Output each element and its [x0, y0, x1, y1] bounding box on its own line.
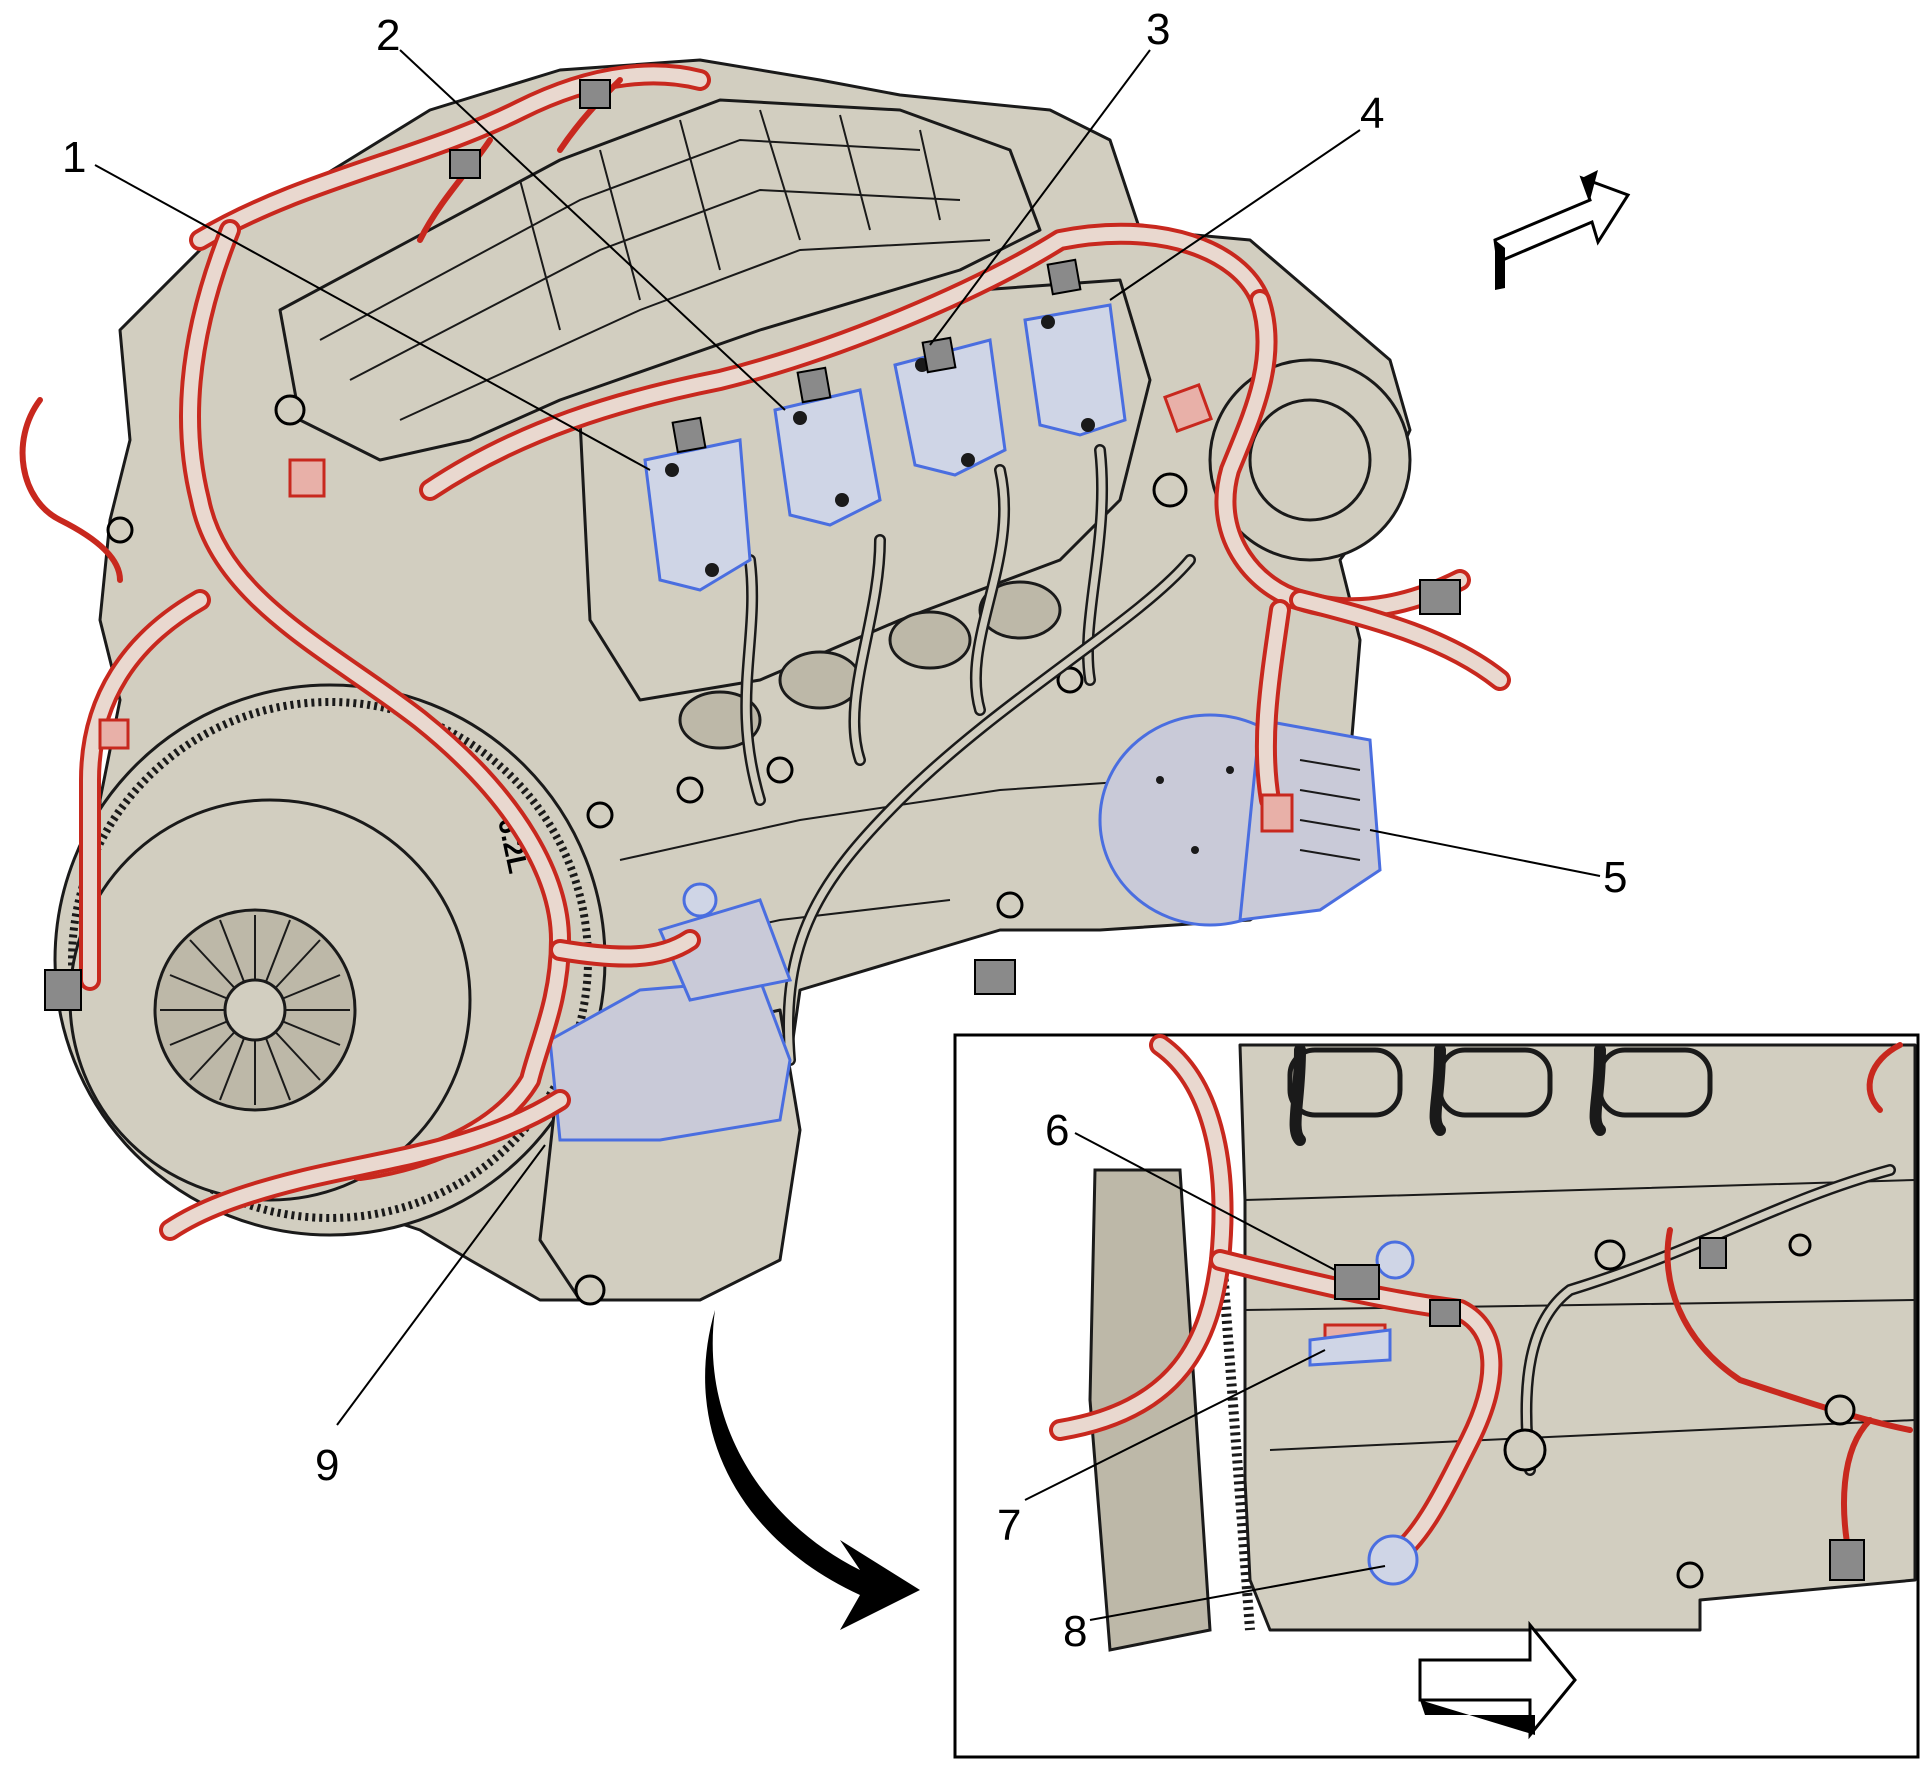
ignition-coil-1 [643, 438, 752, 592]
curved-pointer-arrow-icon [705, 1310, 920, 1630]
callout-8: 8 [1063, 1607, 1087, 1656]
front-direction-arrow-icon [1493, 170, 1631, 290]
callout-2: 2 [376, 11, 400, 60]
generator [1098, 713, 1382, 927]
harness-connectors [44, 79, 1461, 1011]
callout-3: 3 [1146, 5, 1170, 54]
ignition-coil-4 [1023, 303, 1127, 437]
inset-direction-arrow-icon [1418, 1620, 1577, 1740]
inset-sensor-8 [1367, 1534, 1419, 1586]
inset-detail-view [953, 1033, 1920, 1759]
oil-pan-bolt [574, 1274, 606, 1306]
inset-flywheel-edge [1088, 1168, 1212, 1652]
ignition-coil-2 [773, 388, 882, 527]
engine-bolts [106, 394, 1188, 919]
inset-sensor-connector-6 [1334, 1264, 1380, 1300]
exhaust-ports [678, 580, 1062, 750]
callout-9: 9 [315, 1441, 339, 1490]
callout-6: 6 [1045, 1106, 1069, 1155]
callout-labels: 1 2 3 4 5 6 7 8 9 [62, 5, 1627, 1656]
callout-5: 5 [1603, 853, 1627, 902]
inset-ground-stud [1375, 1240, 1415, 1280]
clutch-diaphragm-fingers [160, 915, 350, 1105]
leader-lines [94, 49, 1601, 1621]
engine-wiring-harness [19, 63, 1511, 1241]
spark-plug-wires [740, 444, 1196, 1066]
inset-engine-block [1238, 1043, 1917, 1632]
callout-4: 4 [1360, 89, 1384, 138]
starter [548, 882, 793, 1142]
callout-1: 1 [62, 133, 86, 182]
callout-7: 7 [997, 1501, 1021, 1550]
